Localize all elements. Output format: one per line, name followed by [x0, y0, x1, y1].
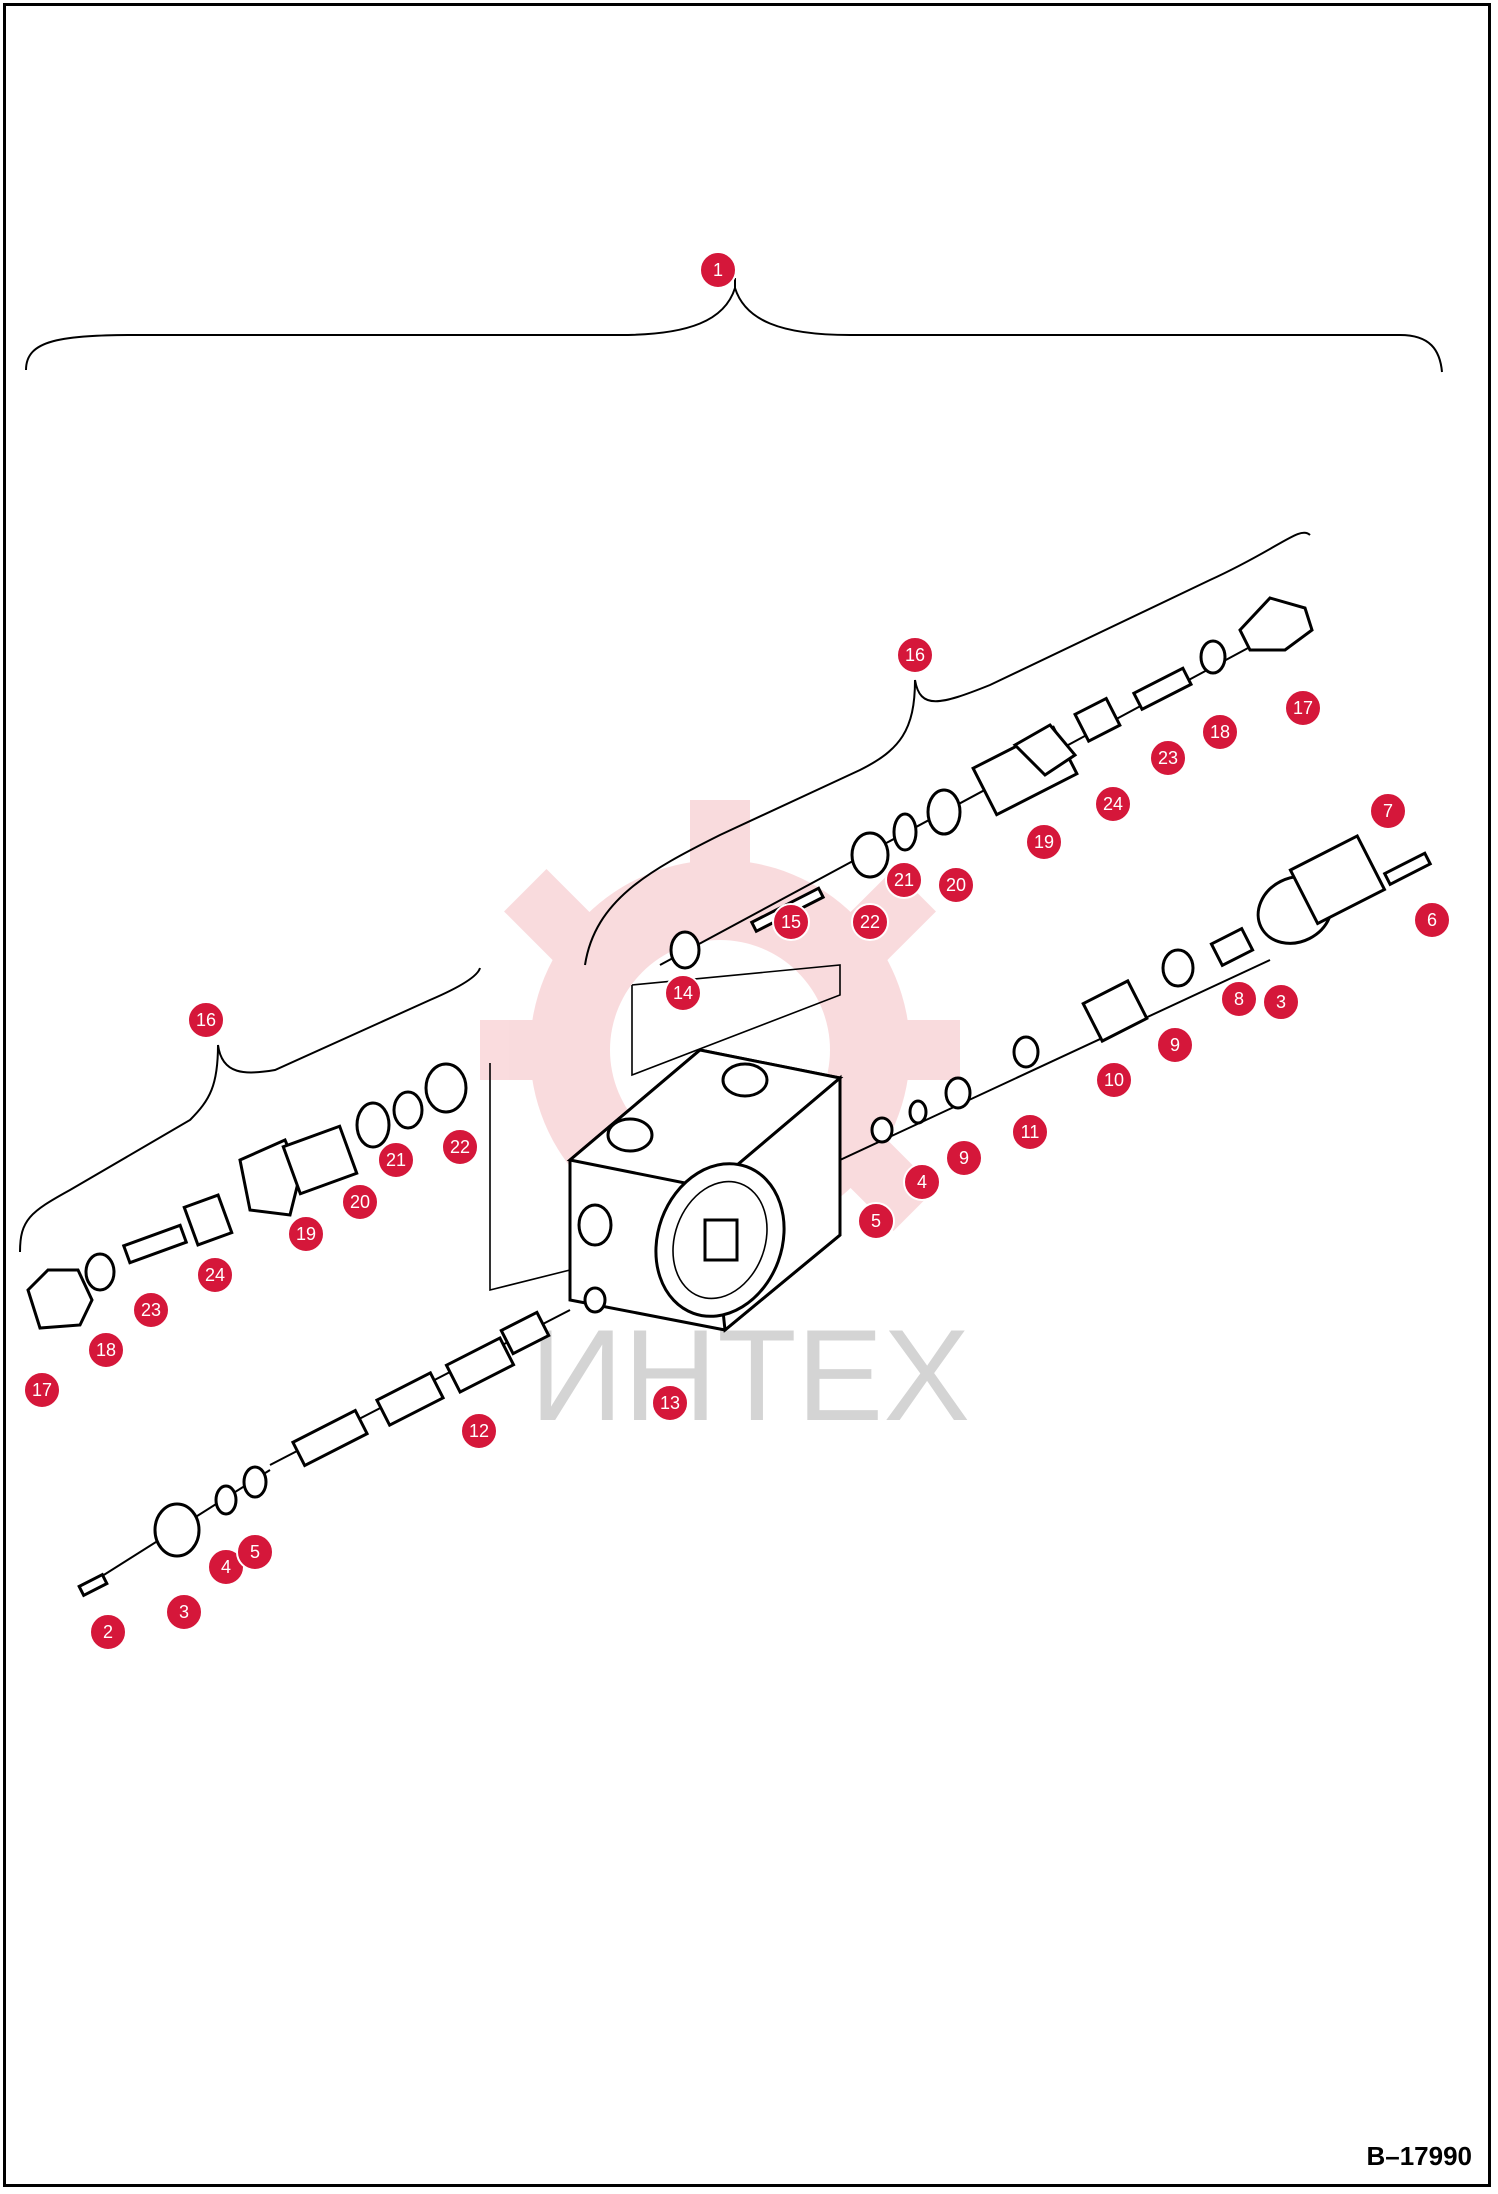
callout-label: 12 — [469, 1421, 489, 1441]
valve-body — [566, 1048, 844, 1333]
upper-relief-valve-parts — [659, 596, 1314, 970]
callout-label: 19 — [1034, 832, 1054, 852]
left-end-cap-parts — [77, 1465, 271, 1598]
callout-3: 3 — [165, 1593, 203, 1631]
callout-19: 19 — [287, 1215, 325, 1253]
callout-2: 2 — [89, 1613, 127, 1651]
callout-16: 16 — [187, 1001, 225, 1039]
callout-label: 14 — [673, 983, 693, 1003]
callout-6: 6 — [1413, 901, 1451, 939]
callout-5: 5 — [857, 1202, 895, 1240]
callout-label: 23 — [1158, 748, 1178, 768]
callout-label: 22 — [450, 1137, 470, 1157]
callout-24: 24 — [196, 1256, 234, 1294]
callout-label: 18 — [1210, 722, 1230, 742]
callout-label: 3 — [1276, 992, 1286, 1012]
callout-5: 5 — [236, 1533, 274, 1571]
callout-label: 13 — [660, 1393, 680, 1413]
callout-9: 9 — [945, 1139, 983, 1177]
callout-20: 20 — [937, 866, 975, 904]
callout-label: 18 — [96, 1340, 116, 1360]
callout-label: 10 — [1104, 1070, 1124, 1090]
callout-label: 24 — [1103, 794, 1123, 814]
callout-21: 21 — [885, 861, 923, 899]
callout-label: 4 — [221, 1557, 231, 1577]
callout-23: 23 — [132, 1291, 170, 1329]
callout-13: 13 — [651, 1384, 689, 1422]
callout-label: 17 — [32, 1380, 52, 1400]
callout-label: 4 — [917, 1172, 927, 1192]
relief-valve-brace-upper — [584, 531, 1311, 966]
callout-label: 6 — [1427, 910, 1437, 930]
right-end-cap-parts — [839, 834, 1433, 1161]
spool — [269, 1309, 571, 1468]
callout-label: 1 — [713, 260, 723, 280]
callout-18: 18 — [87, 1331, 125, 1369]
callout-label: 23 — [141, 1300, 161, 1320]
callout-label: 24 — [205, 1265, 225, 1285]
guide-line-left — [489, 1063, 571, 1292]
callout-label: 5 — [250, 1542, 260, 1562]
callout-label: 16 — [905, 645, 925, 665]
callout-8: 8 — [1220, 980, 1258, 1018]
callout-15: 15 — [772, 903, 810, 941]
callout-22: 22 — [441, 1128, 479, 1166]
callout-label: 15 — [781, 912, 801, 932]
diagram-border — [3, 3, 1491, 2187]
callout-label: 19 — [296, 1224, 316, 1244]
callout-24: 24 — [1094, 785, 1132, 823]
relief-valve-brace-lower — [19, 967, 481, 1253]
callout-19: 19 — [1025, 823, 1063, 861]
callout-16: 16 — [896, 636, 934, 674]
callout-label: 20 — [946, 875, 966, 895]
callout-11: 11 — [1011, 1113, 1049, 1151]
guide-box — [631, 964, 841, 1077]
callout-23: 23 — [1149, 739, 1187, 777]
callout-label: 22 — [860, 912, 880, 932]
callout-label: 7 — [1383, 801, 1393, 821]
callout-label: 16 — [196, 1010, 216, 1030]
callout-3: 3 — [1262, 983, 1300, 1021]
callout-1: 1 — [699, 251, 737, 289]
callout-label: 9 — [1170, 1035, 1180, 1055]
callout-label: 11 — [1021, 1122, 1040, 1142]
callout-label: 17 — [1293, 698, 1313, 718]
callout-label: 8 — [1234, 989, 1244, 1009]
callout-label: 9 — [959, 1148, 969, 1168]
callout-4: 4 — [903, 1163, 941, 1201]
assembly-brace — [25, 284, 1443, 373]
callout-10: 10 — [1095, 1061, 1133, 1099]
lower-relief-valve-parts — [26, 1062, 468, 1330]
callout-label: 5 — [871, 1211, 881, 1231]
callout-14: 14 — [664, 974, 702, 1012]
callout-18: 18 — [1201, 713, 1239, 751]
callout-label: 3 — [179, 1602, 189, 1622]
callout-20: 20 — [341, 1183, 379, 1221]
callout-17: 17 — [23, 1371, 61, 1409]
callout-label: 20 — [350, 1192, 370, 1212]
callout-21: 21 — [377, 1141, 415, 1179]
callout-17: 17 — [1284, 689, 1322, 727]
callout-label: 21 — [894, 870, 914, 890]
watermark-text: ИНТЕХ — [530, 1302, 970, 1448]
callout-9: 9 — [1156, 1026, 1194, 1064]
callout-22: 22 — [851, 903, 889, 941]
callout-12: 12 — [460, 1412, 498, 1450]
callout-7: 7 — [1369, 792, 1407, 830]
drawing-reference-number: B–17990 — [1366, 2141, 1472, 2171]
callout-label: 21 — [386, 1150, 406, 1170]
callout-label: 2 — [103, 1622, 113, 1642]
